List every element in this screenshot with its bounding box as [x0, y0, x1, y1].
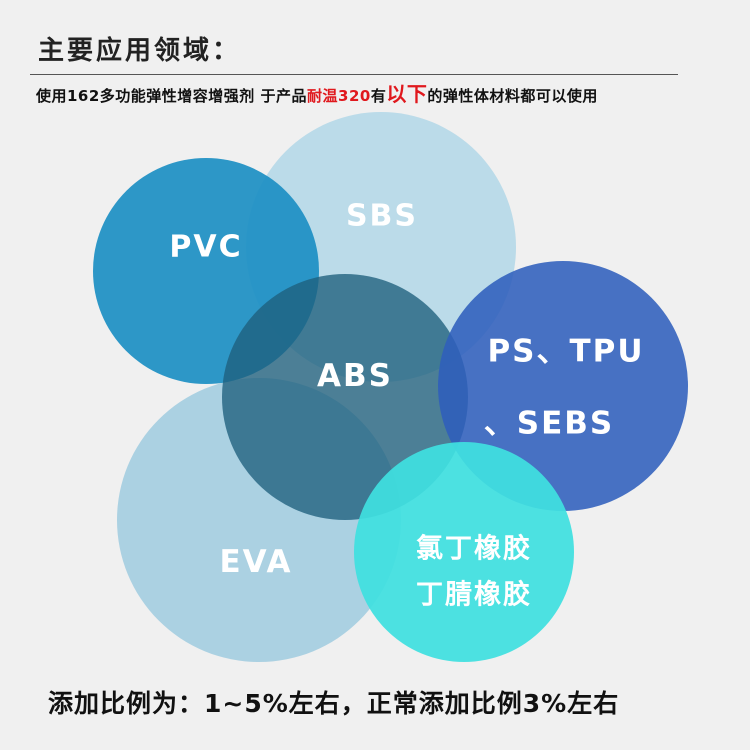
dosage-note: 添加比例为：1~5%左右，正常添加比例3%左右	[48, 689, 620, 718]
chloroprene-rubber-label: 氯丁橡胶	[416, 533, 532, 565]
subtitle-part-5: 的弹性体材料都可以使用	[427, 87, 598, 105]
ps-tpu-label: PS、TPU	[487, 333, 645, 370]
abs-label: ABS	[317, 358, 393, 394]
subtitle-part-1: 使用162多功能弹性增容增强剂 于产品	[36, 87, 308, 105]
subtitle-temperature: 耐温320	[307, 87, 371, 105]
subtitle-below: 以下	[386, 82, 428, 106]
eva-label: EVA	[219, 544, 293, 580]
page-title: 主要应用领域：	[38, 36, 242, 66]
divider	[30, 74, 678, 75]
rubber-circle	[354, 442, 574, 662]
subtitle: 使用162多功能弹性增容增强剂 于产品耐温320有以下的弹性体材料都可以使用	[36, 78, 598, 107]
sbs-label: SBS	[345, 198, 419, 234]
pvc-label: PVC	[169, 229, 243, 265]
nitrile-rubber-label: 丁腈橡胶	[416, 579, 532, 611]
subtitle-part-3: 有	[370, 87, 387, 105]
sebs-label: 、SEBS	[483, 405, 615, 442]
